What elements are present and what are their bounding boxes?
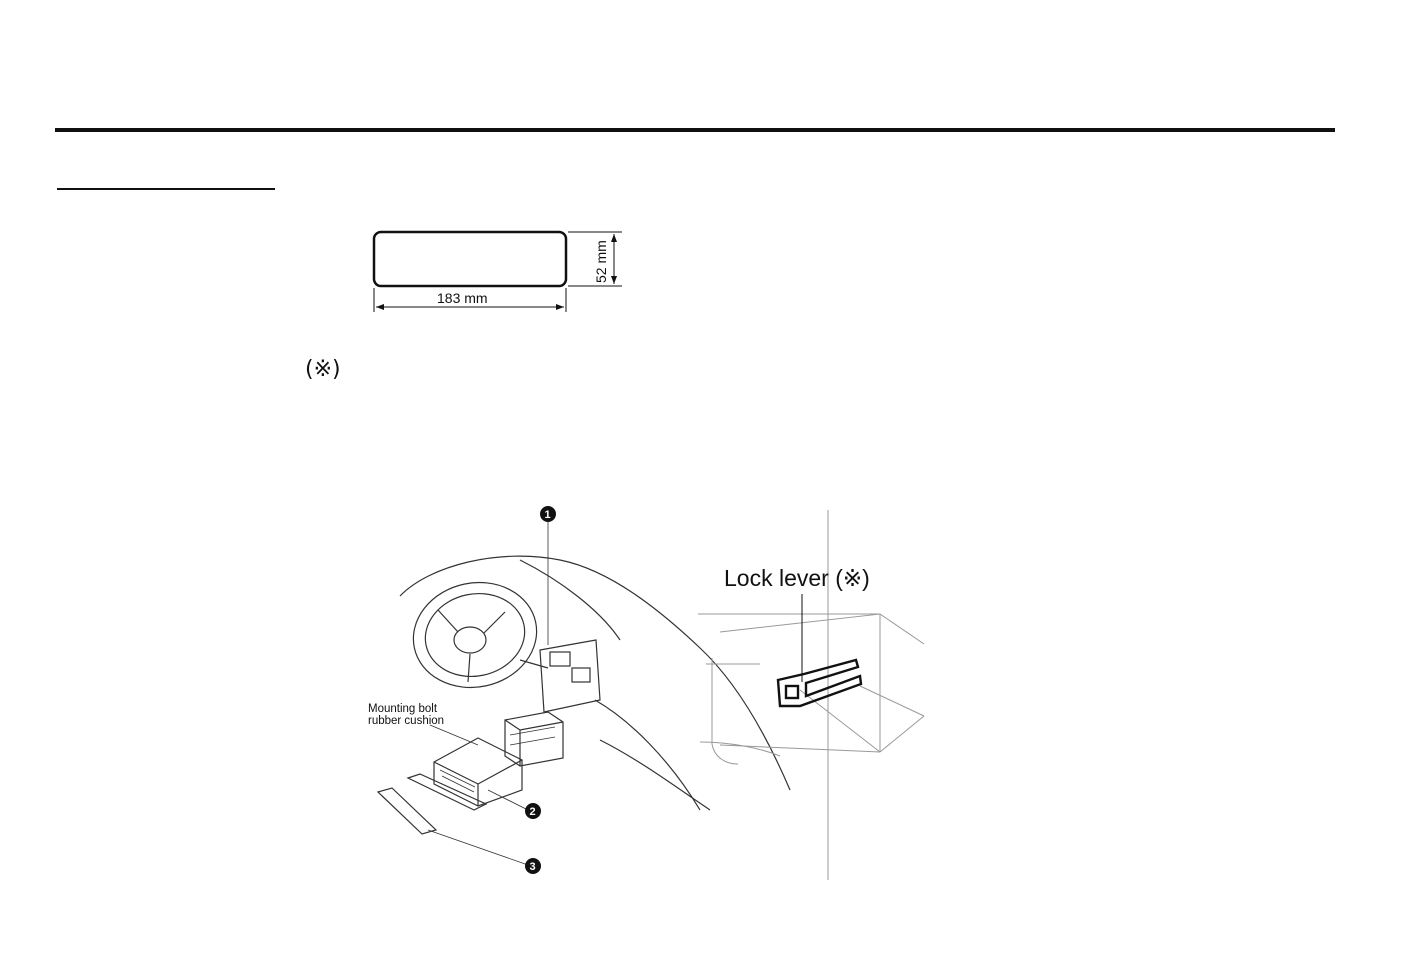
callout-2-number: 2 — [530, 806, 536, 818]
callout-3-circle — [525, 858, 541, 874]
mounting-sleeve — [504, 711, 564, 767]
mounting-label-line2: rubber cushion — [368, 715, 444, 727]
width-label: 183 mm — [437, 290, 488, 306]
steering-column — [519, 659, 549, 669]
vent-left — [549, 651, 571, 667]
steering-wheel-inner — [424, 592, 526, 678]
callout-1-number: 1 — [545, 509, 551, 521]
mounting-label-leader — [429, 724, 479, 746]
height-arrow-bottom — [611, 276, 617, 284]
box-front-edges — [719, 613, 881, 752]
head-unit — [433, 737, 523, 807]
console-opening — [539, 639, 601, 713]
box-lower-curve — [699, 741, 781, 757]
lock-lever-outline — [776, 658, 863, 708]
mounting-sleeve-edges — [504, 719, 564, 766]
steering-spokes — [437, 609, 506, 683]
vent-right — [571, 667, 591, 683]
dashboard-lower-curve — [594, 699, 701, 811]
lock-lever-diagram — [698, 510, 925, 880]
callout-2-leader — [487, 789, 529, 811]
dashboard-outline — [399, 555, 791, 791]
installation-diagram — [376, 520, 791, 866]
width-arrow-right — [556, 304, 564, 310]
trim-frame — [406, 773, 488, 811]
callout-3-number: 3 — [530, 861, 536, 873]
box-top-edge — [698, 613, 925, 645]
dashboard-lower-curve-2 — [599, 739, 711, 811]
front-panel — [376, 787, 438, 835]
head-unit-edges — [433, 759, 523, 806]
height-arrow-top — [611, 234, 617, 242]
sleeve-diagonal — [799, 689, 881, 753]
mounting-label-line1: Mounting bolt — [368, 703, 438, 715]
steering-wheel-outer — [412, 581, 538, 689]
head-unit-face-lines — [439, 769, 476, 793]
callout-3: 3 — [525, 858, 541, 874]
steering-hub — [453, 626, 487, 654]
height-label: 52 mm — [593, 240, 609, 283]
callout-3-leader — [427, 829, 529, 866]
lock-lever-shape — [776, 658, 863, 708]
lock-lever-label: Lock lever (※) — [724, 565, 870, 591]
mounting-sleeve-slots — [509, 726, 556, 746]
box-right-line — [859, 685, 925, 717]
reference-mark: (※) — [305, 357, 341, 382]
callout-1: 1 — [540, 506, 556, 522]
lock-lever-square — [784, 684, 800, 700]
dashboard-inner-line — [519, 559, 621, 641]
header-rule — [55, 128, 1335, 132]
section-underline — [57, 188, 275, 190]
cutout-rect — [372, 230, 568, 288]
callout-2: 2 — [525, 803, 541, 819]
box-bottom-right — [879, 715, 925, 753]
callout-2-circle — [525, 803, 541, 819]
width-arrow-left — [376, 304, 384, 310]
callout-1-circle — [540, 506, 556, 522]
sleeve-left — [711, 658, 739, 765]
cutout-diagram — [372, 230, 622, 312]
